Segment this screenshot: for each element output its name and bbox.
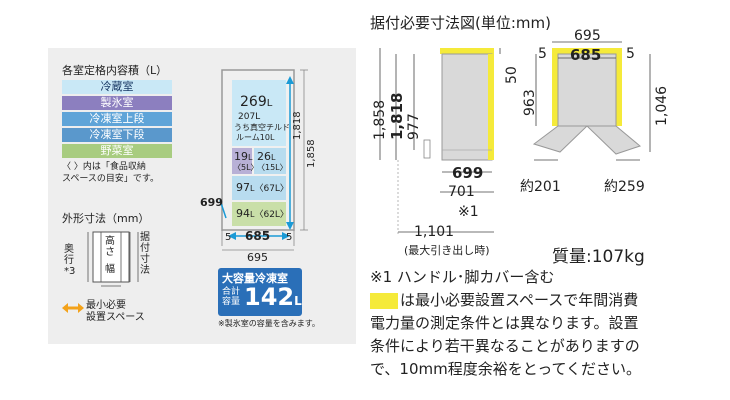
legend-item: 冷凍室上段 <box>62 112 172 126</box>
upper-freezer-storage: 〈15L〉 <box>257 163 288 172</box>
legend-item: 冷蔵室 <box>62 80 172 94</box>
space-arrow-icon <box>62 303 84 313</box>
chilled-note-1: うち真空チルド <box>234 123 290 132</box>
install-side-left: 5 <box>538 46 547 62</box>
width-label: 幅 <box>105 264 115 275</box>
depth-label: 奥行*3 <box>64 244 76 277</box>
note-line-2: 電力量の測定条件とは異なります。設置 <box>370 314 639 332</box>
upper-freezer-unit: L <box>271 153 276 162</box>
height-label: 高さ <box>105 236 115 258</box>
front-width-inner: 685 <box>245 229 271 243</box>
top-clearance: 50 <box>504 66 520 84</box>
vegetable-unit: L <box>250 210 255 219</box>
ice-volume-unit: L <box>248 153 253 162</box>
fridge-section <box>232 80 286 146</box>
legend-note-1: 〈 〉内は「食品収納 <box>62 162 146 172</box>
badge-value: 142 <box>244 283 295 311</box>
fridge-volume: 269 <box>240 94 267 110</box>
install-depth-handle: 701 <box>448 184 475 200</box>
note-handle: ※1 ハンドル･脚カバー含む <box>370 268 555 286</box>
ice-section <box>232 148 252 174</box>
legend-item: 冷凍室下段 <box>62 128 172 142</box>
install-height-inner: 1,818 <box>388 92 406 140</box>
handle-note-ref: ※1 <box>458 204 479 220</box>
pull-out-note: (最大引き出し時) <box>404 244 490 257</box>
badge-title: 大容量冷凍室 <box>222 272 288 285</box>
note-line-1: は最小必要設置スペースで年間消費 <box>400 291 639 309</box>
front-side-left: 5 <box>225 232 232 243</box>
lower-freezer-volume: 97 <box>236 181 250 194</box>
top-view-depth: 963 <box>522 89 538 116</box>
front-depth: 699 <box>200 196 223 209</box>
freezer-lower-section <box>232 176 286 200</box>
left-door-swing: 約201 <box>520 179 561 195</box>
fridge-volume-unit: L <box>266 98 273 109</box>
outer-dims-title: 外形寸法（mm） <box>62 212 150 225</box>
door-height: 977 <box>406 113 422 140</box>
install-depth: 699 <box>452 164 484 182</box>
chilled-note-2: ルーム10L <box>236 133 275 142</box>
legend-note-2: スペースの目安」です。 <box>62 174 160 184</box>
pull-out-depth: 1,101 <box>414 224 455 240</box>
ice-storage: 〈5L〉 <box>233 163 259 172</box>
install-width-outer: 695 <box>574 28 601 44</box>
space-label-1: 最小必要 <box>86 300 126 311</box>
door-open-depth: 1,046 <box>654 85 670 126</box>
weight-label: 質量:107kg <box>552 247 645 267</box>
install-label: 据付寸法 <box>140 232 150 276</box>
front-width-outer: 695 <box>247 251 268 264</box>
vegetable-volume: 94 <box>236 207 250 220</box>
top-space <box>440 48 494 54</box>
lower-freezer-storage: 〈67L〉 <box>254 184 289 194</box>
install-height-outer: 1,858 <box>372 99 388 140</box>
note-line-4: で、10mm程度余裕をとってください。 <box>370 360 642 378</box>
vegetable-storage: 〈62L〉 <box>254 210 289 220</box>
legend-item: 製氷室 <box>62 96 172 110</box>
vegetable-section <box>232 202 286 226</box>
front-side-right: 5 <box>286 232 293 243</box>
lower-freezer-unit: L <box>250 184 255 193</box>
ice-volume: 19 <box>234 150 248 163</box>
badge-note: ※製氷室の容量を含みます。 <box>218 319 320 328</box>
install-side-right: 5 <box>626 46 635 62</box>
note-line-3: 条件により若干異なることがありますの <box>370 337 640 355</box>
installation-space-swatch <box>370 293 398 309</box>
install-width-inner: 685 <box>570 46 602 64</box>
legend-item: 野菜室 <box>62 144 172 158</box>
space-label-2: 設置スペース <box>86 312 145 323</box>
freezer-upper-section <box>254 148 286 174</box>
badge-total-1: 合計 <box>222 287 241 297</box>
legend-title: 各室定格内容積（L） <box>62 64 168 77</box>
right-door-swing: 約259 <box>604 179 645 195</box>
install-title: 据付必要寸法図(単位:mm) <box>370 14 551 32</box>
freezer-capacity-badge <box>218 268 302 316</box>
upper-freezer-volume: 26 <box>257 150 271 163</box>
badge-unit: L <box>294 294 302 308</box>
chilled-volume: 207L <box>238 112 261 122</box>
badge-total-2: 容量 <box>222 297 241 307</box>
